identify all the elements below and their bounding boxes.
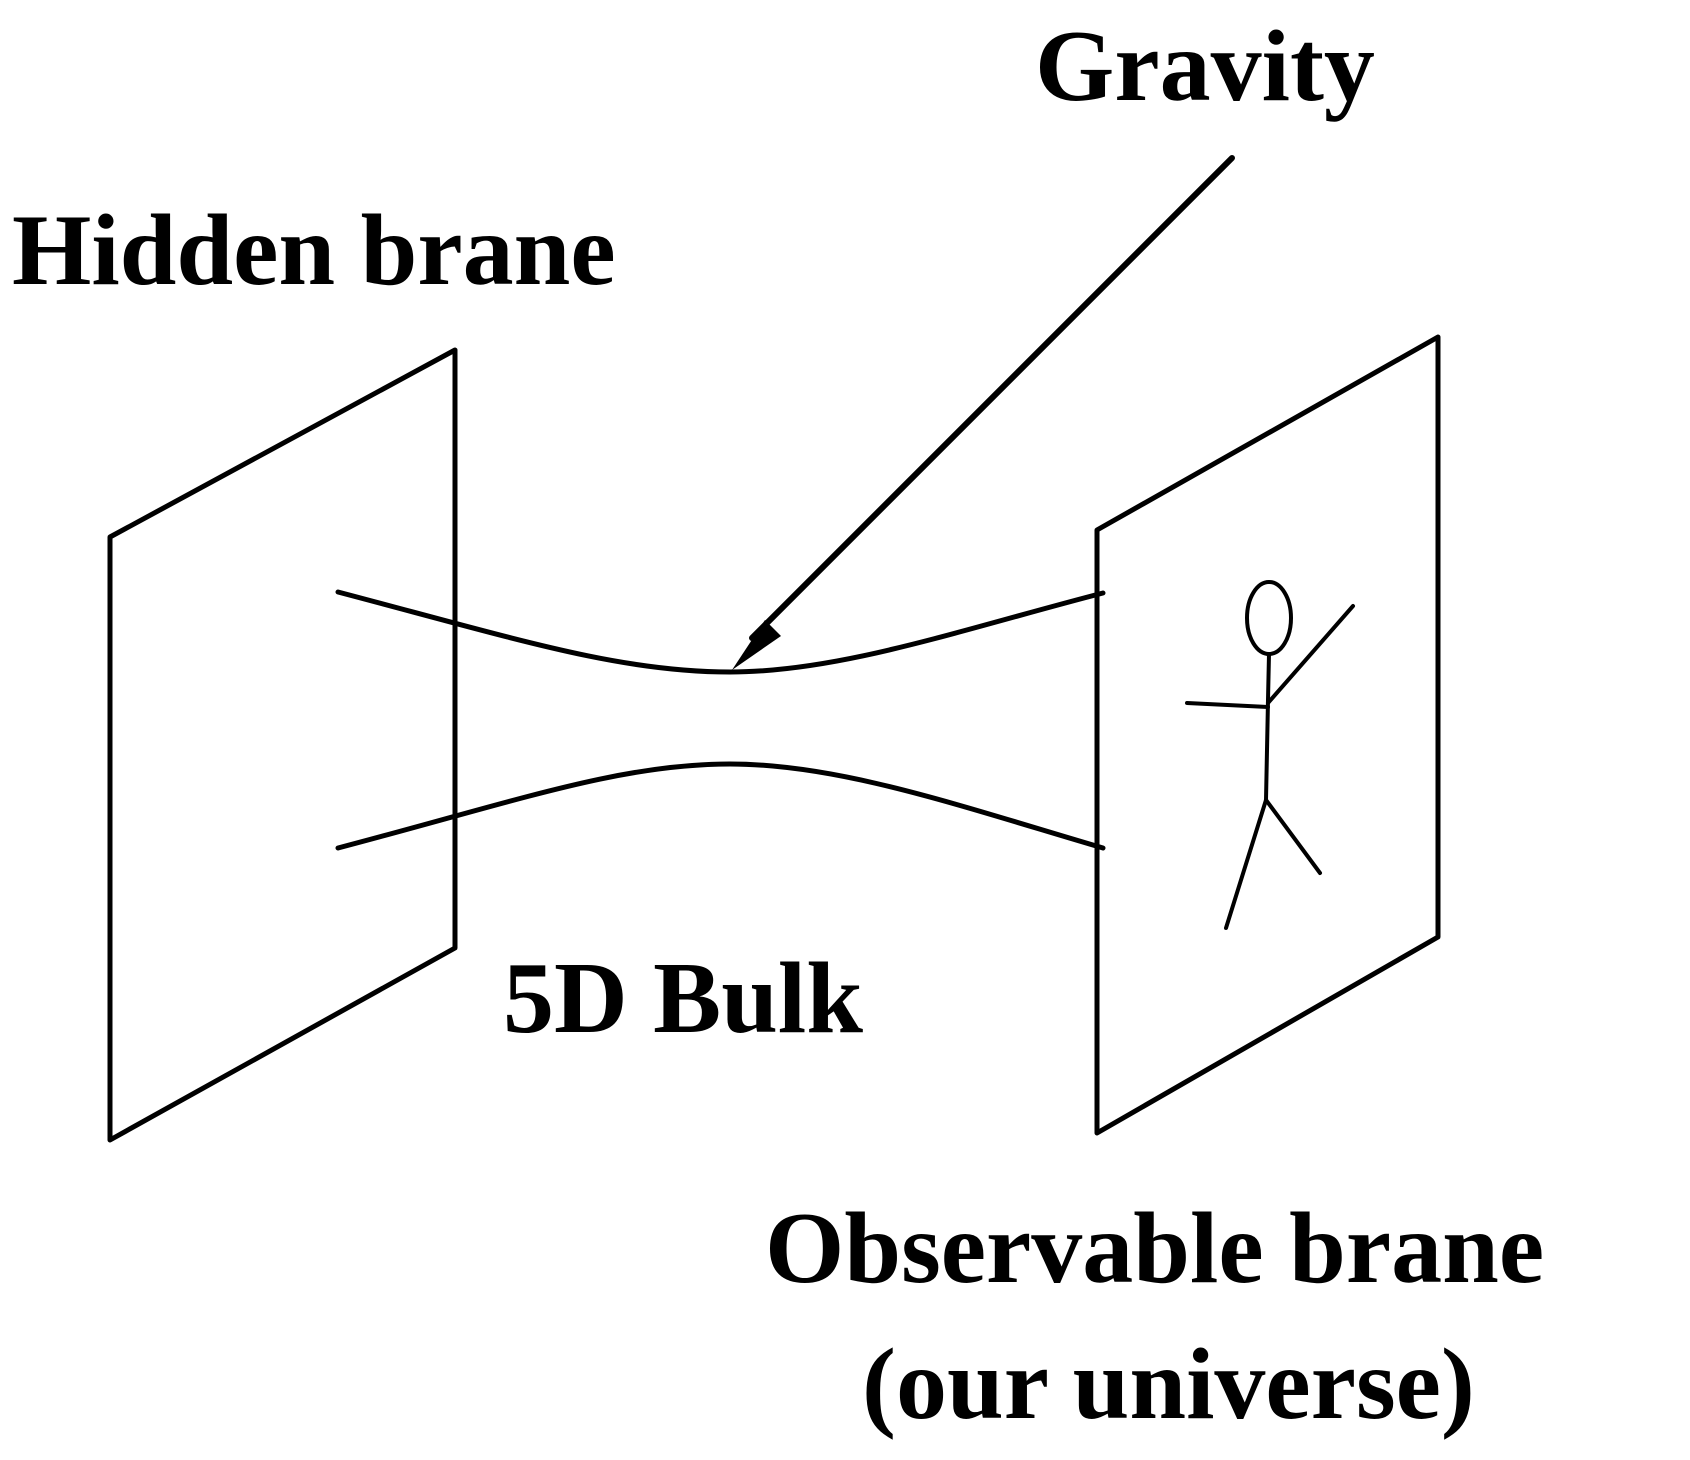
stick-figure-body [1264,698,1270,802]
stick-figure-icon [1185,580,1355,930]
hidden-brane-label: Hidden brane [12,194,616,307]
stick-figure-left-leg [1224,798,1268,930]
observable-brane-label: Observable brane [765,1192,1544,1305]
stick-figure-left-arm [1185,701,1270,709]
stick-figure-head [1245,580,1293,656]
bulk-upper-curve [335,589,1106,675]
observable-brane-plane [1094,334,1441,1136]
our-universe-label: (our universe) [862,1328,1475,1441]
hidden-brane-plane [107,347,458,1143]
stick-figure-right-leg [1264,798,1322,875]
stick-figure-neck [1266,652,1271,702]
bulk-label: 5D Bulk [503,942,863,1055]
gravity-label: Gravity [1035,10,1375,123]
bulk-lower-curve [335,761,1106,851]
stick-figure-right-arm [1266,604,1355,705]
gravity-arrowhead [732,620,781,670]
gravity-arrow-shaft [749,155,1235,641]
